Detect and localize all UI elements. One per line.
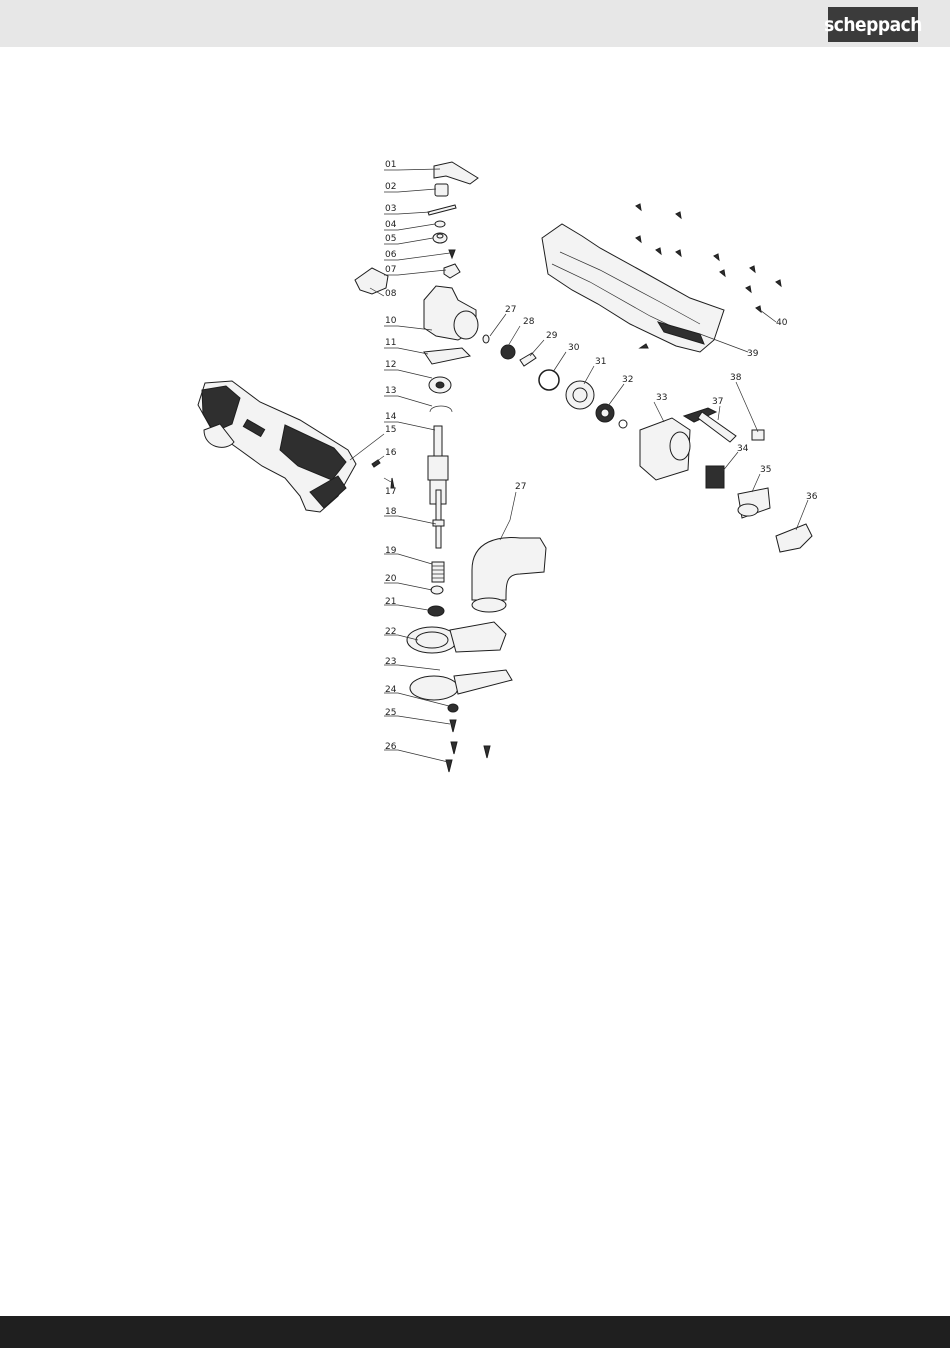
callout-32: 32: [622, 375, 633, 385]
callout-24: 24: [385, 685, 397, 695]
hose-part: [472, 538, 546, 612]
callout-37: 37: [712, 397, 723, 407]
callout-08: 08: [385, 289, 397, 299]
callout-18: 18: [385, 507, 397, 517]
callout-17: 17: [385, 487, 396, 497]
callout-25: 25: [385, 708, 396, 718]
callout-28: 28: [523, 317, 535, 327]
callout-27-hose: 27: [515, 482, 526, 492]
callout-02: 02: [385, 182, 396, 192]
callout-36: 36: [806, 492, 818, 502]
callout-12: 12: [385, 360, 396, 370]
callout-10: 10: [385, 316, 397, 326]
spindle-stack: [355, 162, 512, 772]
callout-22: 22: [385, 627, 396, 637]
assembled-tool: [198, 381, 356, 512]
callout-04: 04: [385, 220, 397, 230]
callout-19: 19: [385, 546, 397, 556]
callout-16: 16: [385, 448, 397, 458]
callout-30: 30: [568, 343, 580, 353]
callout-35: 35: [760, 465, 771, 475]
callout-33: 33: [656, 393, 667, 403]
callout-07: 07: [385, 265, 396, 275]
callout-34: 34: [737, 444, 749, 454]
callout-01: 01: [385, 160, 396, 170]
callout-06: 06: [385, 250, 397, 260]
callout-21: 21: [385, 597, 396, 607]
callout-27-ring: 27: [505, 305, 516, 315]
callout-15: 15: [385, 425, 396, 435]
callout-14: 14: [385, 412, 397, 422]
callout-29: 29: [546, 331, 558, 341]
callout-05: 05: [385, 234, 396, 244]
motor-parts: [483, 335, 812, 552]
footer-band: [0, 1316, 950, 1348]
callout-20: 20: [385, 574, 397, 584]
callout-39: 39: [747, 349, 759, 359]
callout-38: 38: [730, 373, 742, 383]
callout-13: 13: [385, 386, 396, 396]
callout-26: 26: [385, 742, 397, 752]
callout-31: 31: [595, 357, 606, 367]
callout-23: 23: [385, 657, 396, 667]
callout-40: 40: [776, 318, 788, 328]
housing-half: [542, 204, 781, 352]
callout-03: 03: [385, 204, 396, 214]
callout-11: 11: [385, 338, 396, 348]
